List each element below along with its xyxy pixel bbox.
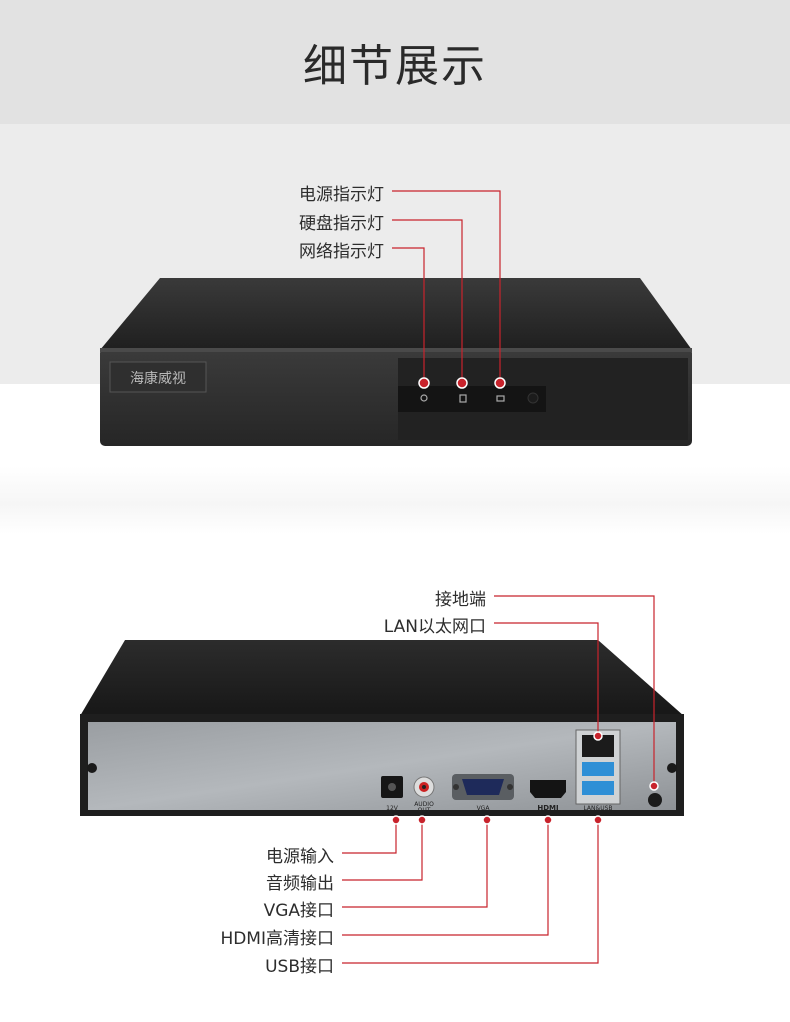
title-band <box>0 0 790 124</box>
rear-top-callout-lines <box>494 595 655 786</box>
rear-device <box>80 640 684 816</box>
callout-ground: 接地端 <box>435 590 486 610</box>
port-label-audio-top: AUDIO <box>414 801 434 808</box>
rear-bottom-callout-lines <box>342 820 599 964</box>
port-label-hdmi: HDMI <box>537 804 558 812</box>
brand-logo-text: 海康威视 <box>130 370 186 387</box>
power-led-marker <box>418 377 430 389</box>
callout-network-indicator: 网络指示灯 <box>299 242 384 262</box>
callout-hdd-indicator: 硬盘指示灯 <box>299 214 384 234</box>
lan-port-marker <box>593 731 603 741</box>
hdmi-marker <box>543 815 553 825</box>
usb-marker <box>593 815 603 825</box>
callout-lan: LAN以太网口 <box>383 617 486 637</box>
hdd-led-marker <box>456 377 468 389</box>
callout-power-indicator: 电源指示灯 <box>299 185 384 205</box>
callout-power-input: 电源输入 <box>266 847 334 867</box>
vga-marker <box>482 815 492 825</box>
callout-audio-out: 音频输出 <box>266 874 334 894</box>
callout-hdmi: HDMI高清接口 <box>220 929 334 949</box>
audio-out-marker <box>417 815 427 825</box>
ground-marker <box>649 781 659 791</box>
port-label-vga: VGA <box>477 805 491 812</box>
front-callout-lines <box>392 190 501 382</box>
callout-vga: VGA接口 <box>263 901 334 921</box>
front-device <box>100 278 692 446</box>
page-title: 细节展示 <box>303 41 487 92</box>
power-input-marker <box>391 815 401 825</box>
network-led-marker <box>494 377 506 389</box>
port-label-audio-bottom: OUT <box>418 807 431 814</box>
callout-usb: USB接口 <box>265 957 334 977</box>
port-label-power: 12V <box>386 805 399 812</box>
port-label-lan-usb: LAN&USB <box>583 805 612 812</box>
